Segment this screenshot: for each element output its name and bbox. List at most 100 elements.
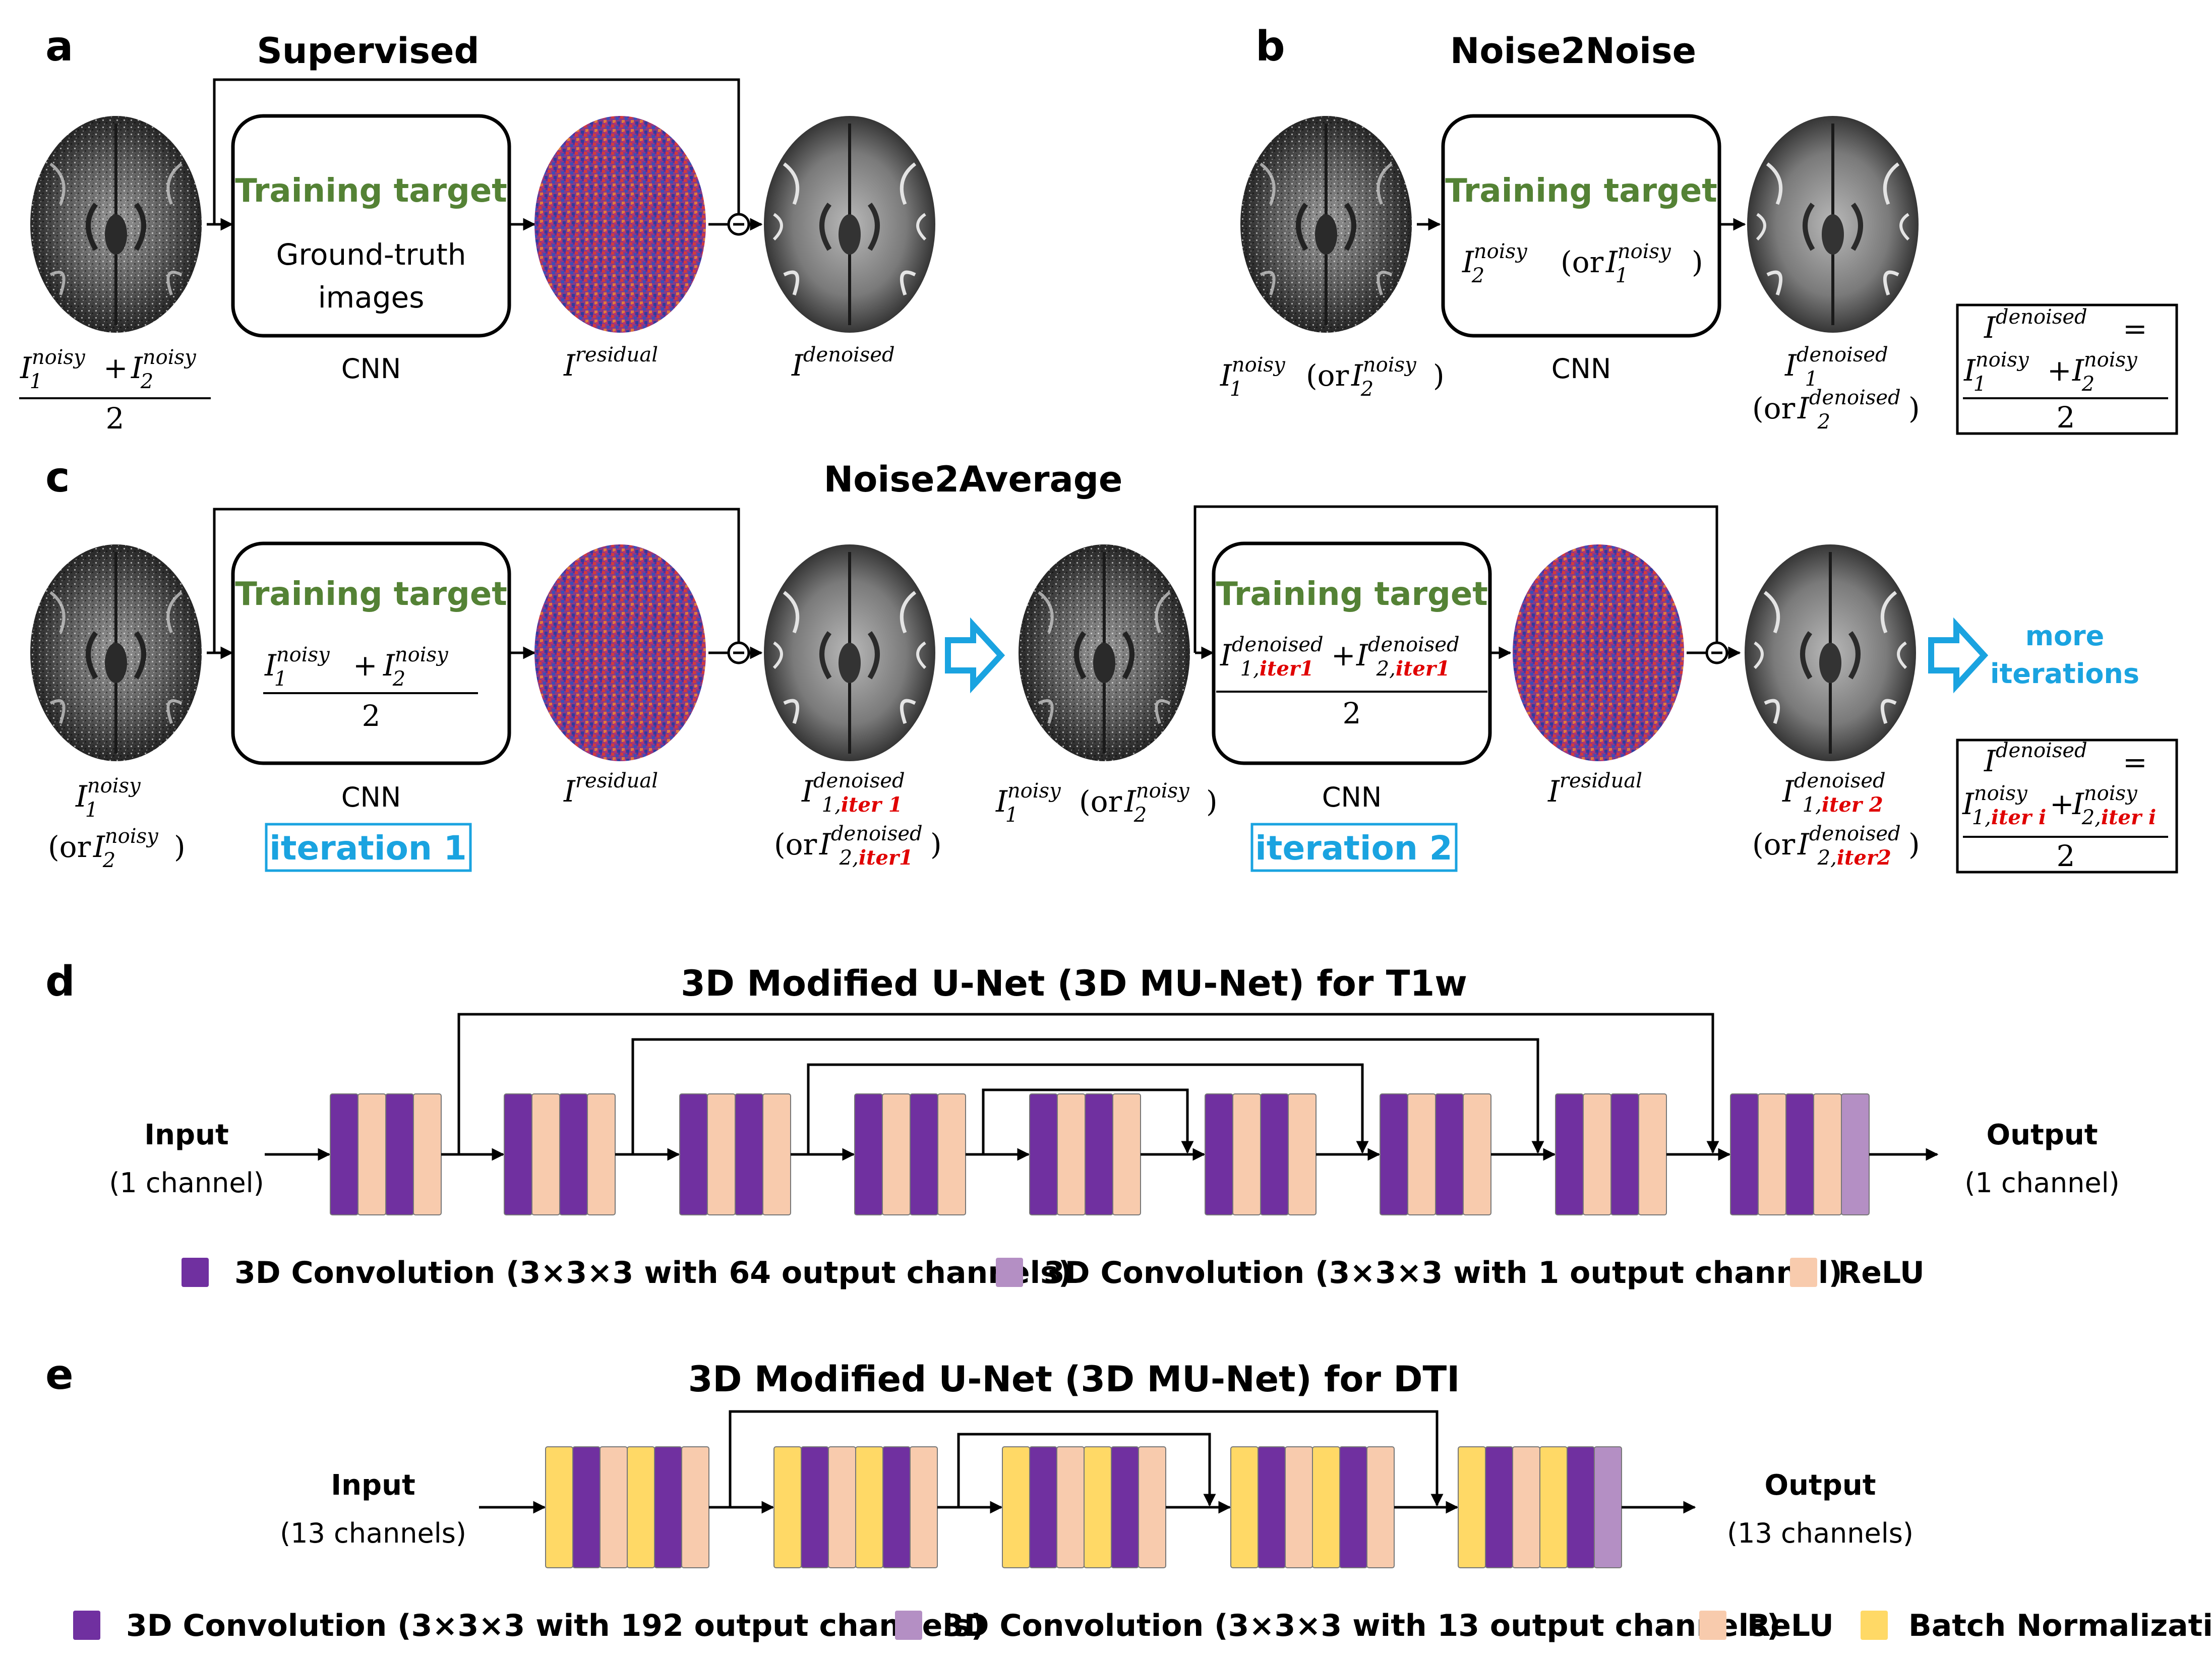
conv-block [330, 1093, 442, 1215]
legend-swatch-conv64 [182, 1258, 209, 1287]
or-open: (or [48, 830, 91, 864]
layer [1339, 1446, 1367, 1568]
label-I-residual: Iresidual [563, 343, 658, 383]
layer [1610, 1093, 1639, 1215]
close-paren: ) [1908, 391, 1920, 425]
label-I-denoised: Idenoised [791, 343, 895, 383]
layer [1555, 1093, 1584, 1215]
denominator: 2 [106, 401, 125, 436]
legend-conv64: 3D Convolution (3×3×3 with 64 output cha… [234, 1255, 1072, 1291]
or-open: (or [1561, 245, 1604, 279]
panel-d-title: 3D Modified U-Net (3D MU-Net) for T1w [681, 963, 1467, 1004]
conv-block [1002, 1446, 1166, 1568]
layer [531, 1093, 560, 1215]
cnn-label: CNN [1551, 353, 1611, 385]
layer [1567, 1446, 1595, 1568]
layer [1138, 1446, 1166, 1568]
conv-block [773, 1446, 938, 1568]
layer [1205, 1093, 1233, 1215]
legend-swatch-conv192 [73, 1611, 100, 1640]
layer [762, 1093, 791, 1215]
layer [910, 1093, 938, 1215]
layer [1029, 1446, 1057, 1568]
iteration-1-label: iteration 1 [269, 829, 466, 868]
close-paren: ) [174, 830, 186, 864]
close-paren: ) [930, 827, 942, 862]
layer [413, 1093, 442, 1215]
next-iteration-arrow-icon [945, 617, 1005, 694]
more-iterations-arrow-icon [1928, 617, 1989, 694]
layer [1366, 1446, 1395, 1568]
brain-noisy-image [1240, 116, 1412, 333]
legend-relu: ReLU [1747, 1608, 1834, 1643]
formula-box [1956, 303, 2178, 435]
layer [1638, 1093, 1667, 1215]
layer [937, 1093, 966, 1215]
layer [882, 1093, 911, 1215]
conv-block [1029, 1093, 1141, 1215]
formula-I-denoised: Idenoised [1984, 305, 2087, 345]
input-channels: (13 channels) [280, 1517, 466, 1549]
brain-denoised-iter1-image [764, 544, 935, 761]
layer [1285, 1446, 1313, 1568]
layer [735, 1093, 763, 1215]
layer [1539, 1446, 1568, 1568]
conv-block [1380, 1093, 1491, 1215]
layer [1435, 1093, 1464, 1215]
legend-batchnorm: Batch Normalization [1908, 1608, 2212, 1643]
layer [1407, 1093, 1436, 1215]
close-paren: ) [1692, 245, 1703, 279]
legend-swatch-relu [1790, 1258, 1817, 1287]
conv-block [1458, 1446, 1622, 1568]
layer [1813, 1093, 1842, 1215]
layer [1084, 1446, 1112, 1568]
layer [1485, 1446, 1513, 1568]
input-label: Input [331, 1469, 415, 1502]
panel-c-letter: c [45, 454, 70, 502]
output-channels: (1 channel) [1964, 1167, 2119, 1199]
or-open: (or [1306, 358, 1349, 393]
layer [1512, 1446, 1540, 1568]
residual-image [534, 116, 706, 333]
label-I-residual: Iresidual [563, 769, 658, 809]
denominator: 2 [2057, 400, 2075, 435]
minus-operator-icon [729, 214, 749, 234]
plus: + [103, 351, 128, 385]
layer [572, 1446, 601, 1568]
layer [1841, 1093, 1870, 1215]
layer [587, 1093, 616, 1215]
skip-connection [631, 1038, 1544, 1154]
skip-connection [982, 1088, 1194, 1154]
plus: + [353, 648, 378, 683]
close-paren: ) [1908, 827, 1920, 862]
layer [1112, 1093, 1141, 1215]
layer [1085, 1093, 1113, 1215]
or-open: (or [774, 827, 817, 862]
layer [1111, 1446, 1139, 1568]
layer [910, 1446, 938, 1568]
layer [855, 1446, 883, 1568]
layer [1758, 1093, 1786, 1215]
panel-d-letter: d [45, 958, 75, 1006]
residual-image [534, 544, 706, 761]
cnn-box [1212, 541, 1492, 765]
layer [1057, 1093, 1086, 1215]
layer [545, 1446, 573, 1568]
layer [1230, 1446, 1259, 1568]
minus-operator-icon [729, 643, 749, 663]
conv-block [1555, 1093, 1667, 1215]
skip-connection [213, 78, 740, 224]
brain-denoised-image [764, 116, 935, 333]
layer [1029, 1093, 1058, 1215]
layer [681, 1446, 709, 1568]
layer [385, 1093, 414, 1215]
